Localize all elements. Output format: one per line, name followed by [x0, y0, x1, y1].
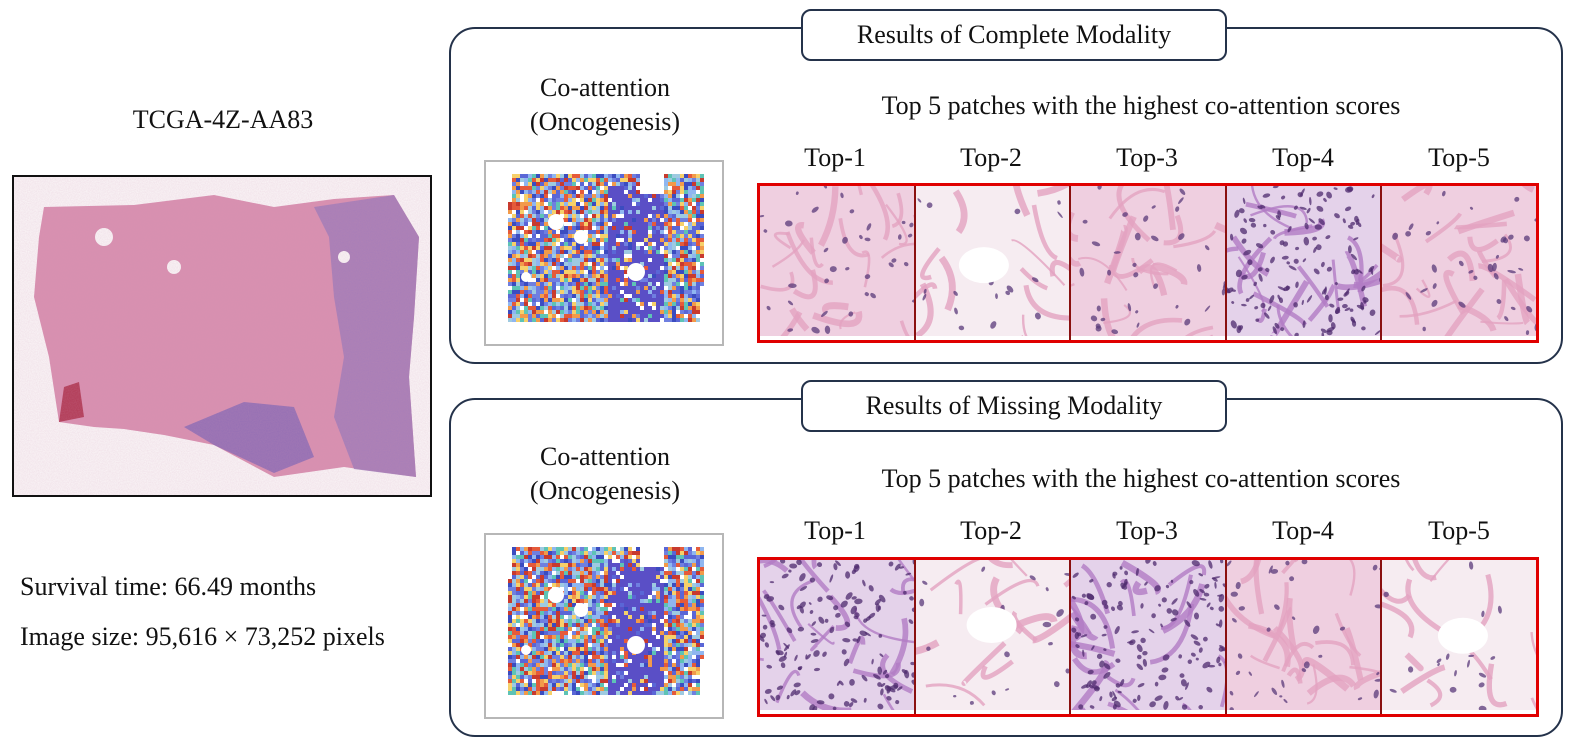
- top-label: Top-2: [960, 143, 1022, 172]
- panel-title: Results of Complete Modality: [801, 9, 1227, 61]
- survival-time-text: Survival time: 66.49 months: [20, 572, 317, 601]
- top-label: Top-1: [804, 143, 866, 172]
- patch-image: [760, 186, 914, 340]
- oncogenesis-label: (Oncogenesis): [529, 476, 681, 505]
- patch-strip: [757, 183, 1539, 343]
- patch-image: [1069, 186, 1225, 340]
- top-label: Top-4: [1272, 516, 1334, 545]
- patch-image: [1380, 560, 1536, 714]
- whole-slide-image: [12, 175, 432, 497]
- top5-title: Top 5 patches with the highest co-attent…: [881, 91, 1401, 120]
- patch-image: [760, 560, 914, 714]
- top-label: Top-5: [1428, 516, 1490, 545]
- top-label: Top-3: [1116, 516, 1178, 545]
- patch-image: [1380, 186, 1536, 340]
- coattention-caption: Co-attention (Oncogenesis): [491, 71, 719, 139]
- top-label: Top-4: [1272, 143, 1334, 172]
- top-label: Top-1: [804, 516, 866, 545]
- panel-missing-modality: Results of Missing Modality Co-attention…: [449, 380, 1563, 737]
- patch-image: [1069, 560, 1225, 714]
- coattention-label: Co-attention: [540, 442, 670, 471]
- top-label: Top-5: [1428, 143, 1490, 172]
- panel-complete-modality: Results of Complete Modality Co-attentio…: [449, 9, 1563, 364]
- top-label: Top-2: [960, 516, 1022, 545]
- patch-image: [913, 560, 1070, 714]
- image-size-text: Image size: 95,616 × 73,252 pixels: [20, 622, 385, 651]
- coattention-heatmap: [484, 160, 724, 346]
- panel-title: Results of Missing Modality: [801, 380, 1227, 432]
- top5-title: Top 5 patches with the highest co-attent…: [881, 464, 1401, 493]
- slide-id-label: TCGA-4Z-AA83: [132, 105, 314, 134]
- coattention-caption: Co-attention (Oncogenesis): [491, 440, 719, 508]
- coattention-label: Co-attention: [540, 73, 670, 102]
- patch-image: [1224, 560, 1381, 714]
- patch-image: [913, 186, 1070, 340]
- top-label: Top-3: [1116, 143, 1178, 172]
- patch-strip: [757, 557, 1539, 717]
- coattention-heatmap: [484, 533, 724, 719]
- oncogenesis-label: (Oncogenesis): [529, 107, 681, 136]
- patch-image: [1224, 186, 1381, 340]
